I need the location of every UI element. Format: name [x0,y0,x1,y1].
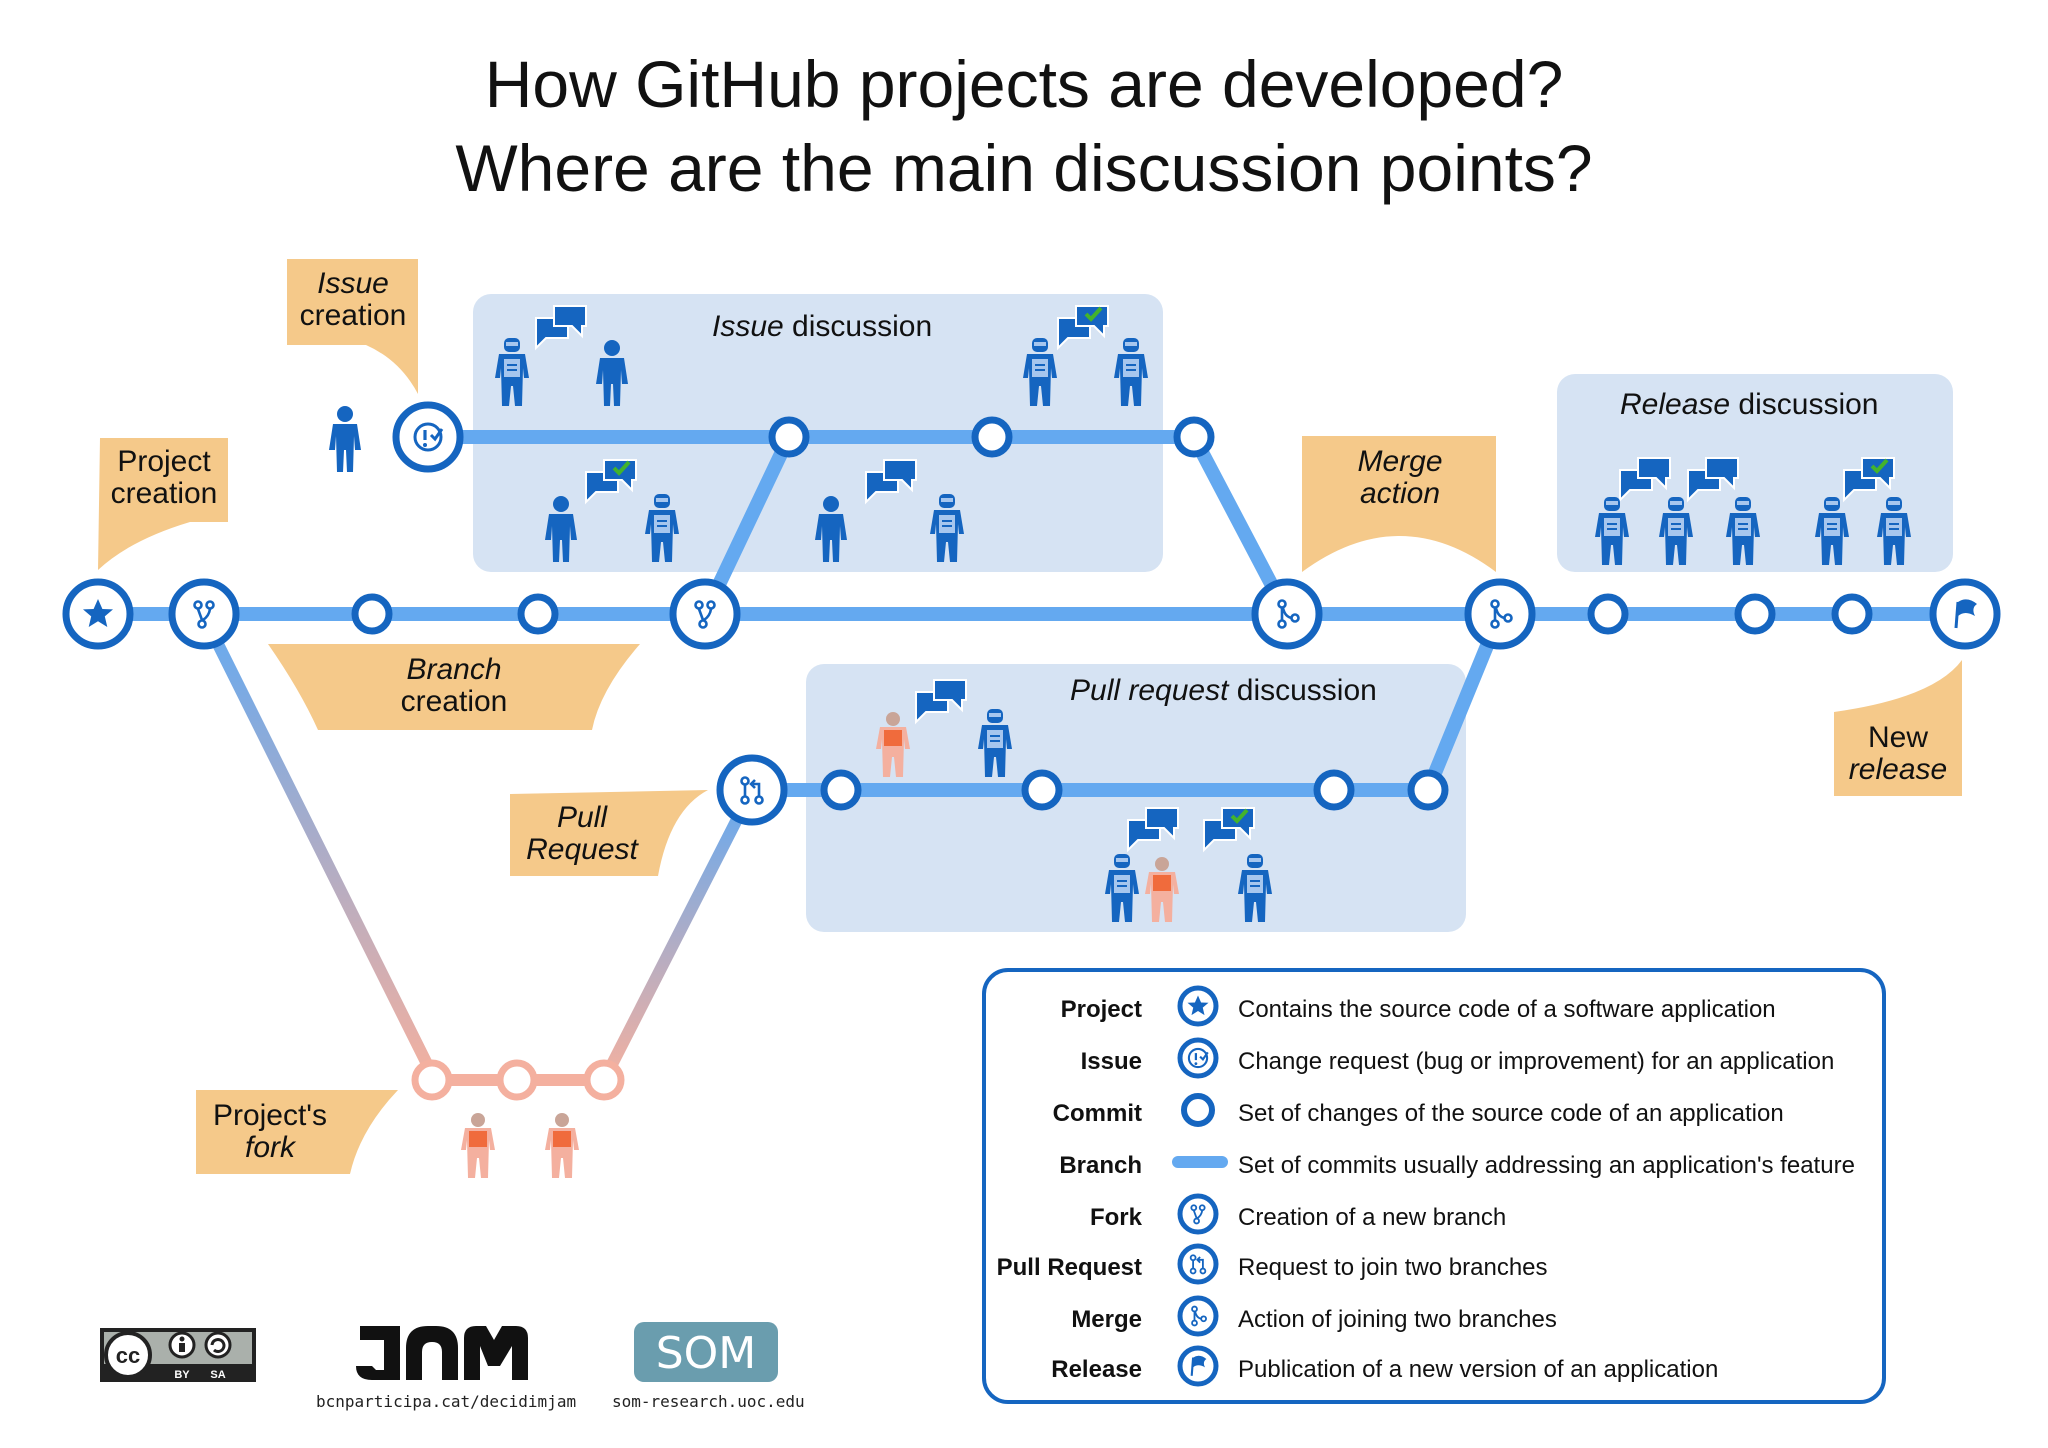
merge-icon [1251,578,1323,650]
legend-term: Pull Request [996,1254,1142,1281]
commit-nodes [351,416,1873,811]
merge-icon [1464,578,1536,650]
fork-user-icon [461,1113,495,1178]
legend-term: Project [1060,996,1142,1023]
projects-fork-callout [196,1090,398,1174]
cc-by-sa-logo: cc BY SA [100,1328,256,1382]
human-user-icon [329,406,361,472]
release-flag-icon [1929,578,2001,650]
page-title: How GitHub projects are developed? Where… [0,42,2048,210]
project-creation-callout [98,438,228,570]
legend-desc: Publication of a new version of an appli… [1238,1356,1719,1383]
jam-url: bcnparticipa.cat/decidimjam [316,1392,577,1411]
project-creation-label: Project creation [110,445,218,510]
legend-desc: Set of commits usually addressing an app… [1238,1152,1855,1179]
legend-term: Fork [1089,1204,1142,1231]
legend-term: Release [1051,1356,1142,1383]
pull-request-discussion-panel [806,664,1466,932]
fork-icon [168,578,240,650]
release-discussion-label: Release discussion [1620,388,1879,421]
issue-icon [392,401,464,473]
som-logo: SOM [634,1322,778,1382]
svg-text:SOM: SOM [656,1328,757,1379]
legend-row-branch: Branch Set of commits usually addressing… [986,1144,1886,1188]
issue-discussion-label: Issue discussion [712,310,933,343]
legend-term: Issue [1080,1048,1142,1075]
legend-row-fork: Fork Creation of a new branch [986,1196,1886,1240]
projects-fork-label: Project's fork [212,1099,328,1164]
legend-term: Commit [1052,1100,1142,1127]
branch-creation-label: Branch creation [400,653,508,718]
som-url: som-research.uoc.edu [612,1392,805,1411]
pull-request-callout [510,790,708,876]
fork-user-icon [545,1113,579,1178]
project-star-icon [62,578,134,650]
jam-logo [356,1326,528,1380]
legend-row-project: Project Contains the source code of a so… [986,988,1886,1032]
legend-row-pull-request: Pull Request Request to join two branche… [986,1246,1886,1290]
pull-request-discussion-label: Pull request discussion [1070,674,1377,707]
new-release-label: New release [1848,721,1948,786]
fork-commit-nodes [411,1059,625,1101]
legend-desc: Creation of a new branch [1238,1204,1507,1231]
merge-action-label: Merge action [1357,445,1443,510]
legend-term: Branch [1059,1152,1142,1179]
svg-text:BY: BY [174,1369,190,1381]
legend-row-merge: Merge Action of joining two branches [986,1298,1886,1342]
title-line-2: Where are the main discussion points? [455,131,1593,205]
pull-request-icon [716,754,788,826]
legend-icons [1172,985,1228,1387]
svg-text:cc: cc [116,1343,140,1368]
merge-action-callout [1302,436,1496,572]
legend-row-release: Release Publication of a new version of … [986,1348,1886,1392]
svg-text:SA: SA [210,1369,225,1381]
title-line-1: How GitHub projects are developed? [484,47,1564,121]
legend-desc: Action of joining two branches [1238,1306,1557,1333]
legend-term: Merge [1071,1306,1142,1333]
branch-creation-callout [268,644,640,730]
issue-creation-label: Issue creation [299,267,407,332]
legend-row-commit: Commit Set of changes of the source code… [986,1092,1886,1136]
legend-desc: Contains the source code of a software a… [1238,996,1776,1023]
new-release-callout [1834,660,1962,796]
legend-desc: Request to join two branches [1238,1254,1548,1281]
pull-request-label: Pull Request [526,801,638,866]
release-discussion-panel [1557,374,1953,572]
legend-desc: Set of changes of the source code of an … [1238,1100,1784,1127]
issue-creation-callout [287,259,418,394]
legend-desc: Change request (bug or improvement) for … [1238,1048,1835,1075]
fork-icon [669,578,741,650]
legend: Project Contains the source code of a so… [982,968,1886,1404]
legend-row-issue: Issue Change request (bug or improvement… [986,1040,1886,1084]
